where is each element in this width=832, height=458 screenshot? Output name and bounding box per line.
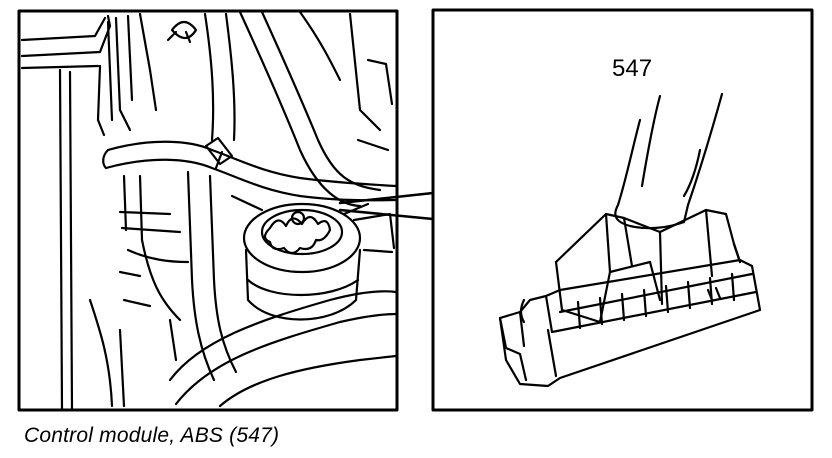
figure-caption: Control module, ABS (547) <box>24 424 280 447</box>
inset-linework <box>498 92 762 388</box>
engine-bay-linework <box>20 10 398 412</box>
callout-leader <box>338 191 435 221</box>
engine-bay-frame <box>17 9 399 412</box>
callout-label-547: 547 <box>612 55 652 82</box>
engine-bay-view <box>17 9 435 412</box>
inset-frame <box>431 8 814 412</box>
connector-inset-view: 547 <box>431 8 814 412</box>
